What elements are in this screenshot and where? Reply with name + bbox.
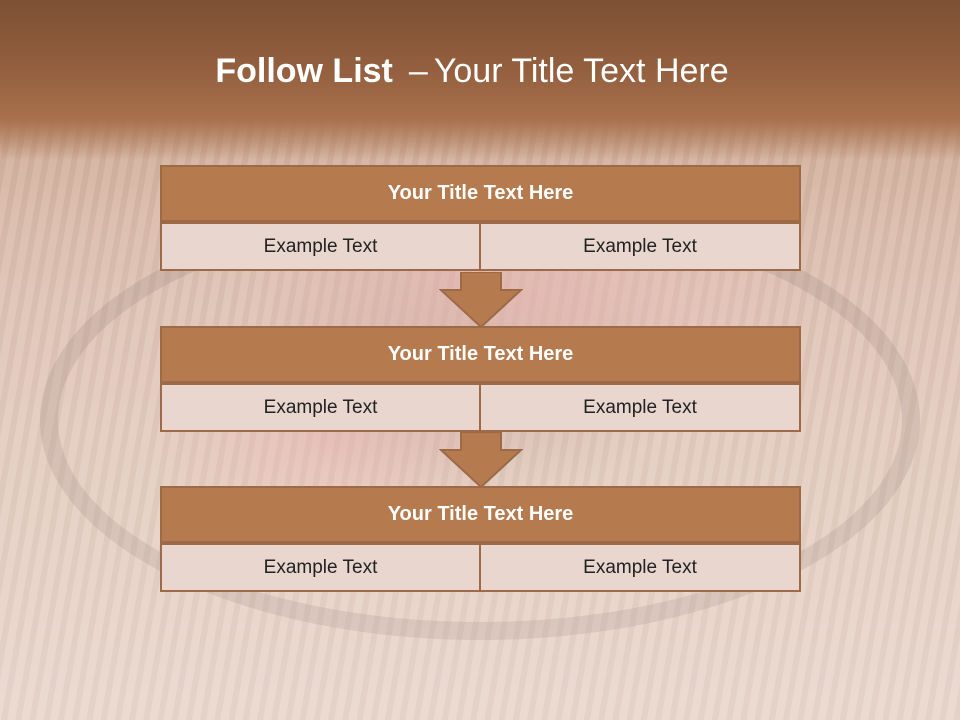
title-bold: Follow List [215,52,393,90]
list-block-2: Your Title Text Here Example Text Exampl… [160,326,801,432]
block-cell-left: Example Text [160,222,481,271]
block-title: Your Title Text Here [160,165,801,222]
title-separator: – [408,52,428,90]
block-cell-right: Example Text [479,383,801,432]
title-rest: Your Title Text Here [433,52,729,90]
block-title: Your Title Text Here [160,326,801,383]
block-cell-left: Example Text [160,383,481,432]
block-cell-left: Example Text [160,543,481,592]
header-band [0,0,960,160]
block-cell-right: Example Text [479,543,801,592]
down-arrow-icon [439,272,523,328]
block-title: Your Title Text Here [160,486,801,543]
block-cell-right: Example Text [479,222,801,271]
list-block-1: Your Title Text Here Example Text Exampl… [160,165,801,271]
list-block-3: Your Title Text Here Example Text Exampl… [160,486,801,592]
slide-title: Follow List–Your Title Text Here [0,52,944,91]
down-arrow-icon [439,432,523,488]
